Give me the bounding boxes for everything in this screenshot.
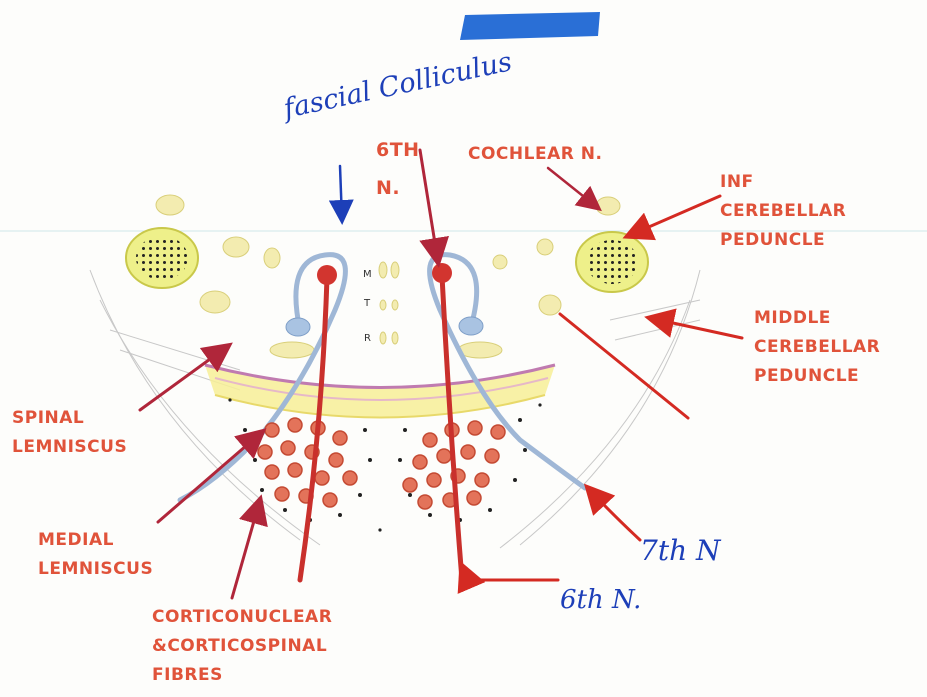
cochlear-nerve-arrow (548, 168, 598, 208)
label-inf-cerebellar-peduncle: INF CEREBELLAR PEDUNCLE (720, 168, 846, 255)
label-middle-line2: CEREBELLAR (754, 333, 880, 362)
label-inf-line3: PEDUNCLE (720, 226, 846, 255)
blue-highlighter-mark (460, 12, 600, 40)
left-inferior-cerebellar-peduncle (126, 228, 198, 288)
label-sixth-n: 6TH N. (376, 131, 420, 207)
label-spinal-lemniscus: SPINAL LEMNISCUS (12, 404, 127, 462)
label-inf-line1: INF (720, 168, 846, 197)
facial-colliculus-arrow (340, 166, 342, 220)
label-cochlear-n: COCHLEAR N. (468, 140, 602, 169)
label-corticonuclear-corticospinal-fibres: CORTICONUCLEAR &CORTICOSPINAL FIBRES (152, 603, 332, 690)
right-inferior-cerebellar-peduncle (576, 232, 648, 292)
label-middle-line1: MIDDLE (754, 304, 880, 333)
label-cortico-line2: &CORTICOSPINAL (152, 632, 332, 661)
label-sixth-n-line1: 6TH (376, 131, 420, 169)
corticonuclear-arrow (232, 500, 260, 598)
seventh-nerve-arrow (588, 488, 640, 540)
midline-letter-m: M (363, 269, 372, 280)
handwritten-sixth-n: 6th N. (560, 585, 641, 615)
sixth-nerve-arrow (420, 150, 438, 262)
handwritten-facial-colliculus: fascial Colliculus (279, 46, 515, 125)
midline-letter-t: T (363, 298, 371, 309)
corticospinal-bundles-left (258, 418, 357, 507)
label-medial-line1: MEDIAL (38, 526, 153, 555)
label-medial-lemniscus: MEDIAL LEMNISCUS (38, 526, 153, 584)
label-middle-line3: PEDUNCLE (754, 362, 880, 391)
cranial-nerve-nuclei (156, 195, 620, 358)
label-medial-line2: LEMNISCUS (38, 555, 153, 584)
label-inf-line2: CEREBELLAR (720, 197, 846, 226)
label-spinal-line1: SPINAL (12, 404, 127, 433)
sixth-nerve-exit-arrow (462, 566, 558, 580)
midline-letter-r: R (364, 333, 371, 344)
right-abducens-nucleus (432, 263, 452, 283)
label-spinal-line2: LEMNISCUS (12, 433, 127, 462)
left-facial-nucleus (286, 318, 310, 336)
label-sixth-n-line2: N. (376, 169, 420, 207)
right-facial-nucleus (459, 317, 483, 335)
left-abducens-nucleus (317, 265, 337, 285)
tegmental-band (205, 365, 555, 418)
label-middle-cerebellar-peduncle: MIDDLE CEREBELLAR PEDUNCLE (754, 304, 880, 391)
pons-cross-section (90, 195, 700, 580)
inf-cerebellar-peduncle-arrow (628, 196, 720, 236)
label-cortico-line3: FIBRES (152, 661, 332, 690)
handwritten-seventh-n: 7th N (640, 534, 722, 567)
middle-cerebellar-peduncle-second-arrow (560, 314, 688, 418)
label-cortico-line1: CORTICONUCLEAR (152, 603, 332, 632)
medial-lemniscus-arrow (158, 432, 262, 522)
